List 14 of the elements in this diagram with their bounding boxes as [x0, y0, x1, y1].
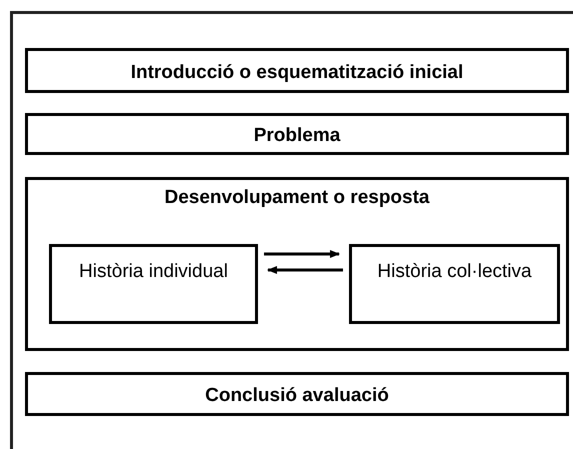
arrow: [267, 266, 343, 274]
section-heading: Desenvolupament o resposta: [163, 187, 431, 209]
process-box: [349, 244, 560, 324]
section-heading: Introducció o esquematització inicial: [130, 62, 464, 84]
section-heading: Problema: [252, 125, 342, 147]
process-box: [49, 244, 258, 324]
section-box: [25, 372, 569, 416]
arrow: [264, 250, 340, 258]
box-label: Història individual: [78, 261, 229, 283]
section-box: [25, 48, 569, 93]
section-box: [25, 177, 569, 351]
box-label: Història col·lectiva: [376, 261, 533, 283]
section-box: [25, 113, 569, 155]
section-heading: Conclusió avaluació: [204, 385, 390, 407]
